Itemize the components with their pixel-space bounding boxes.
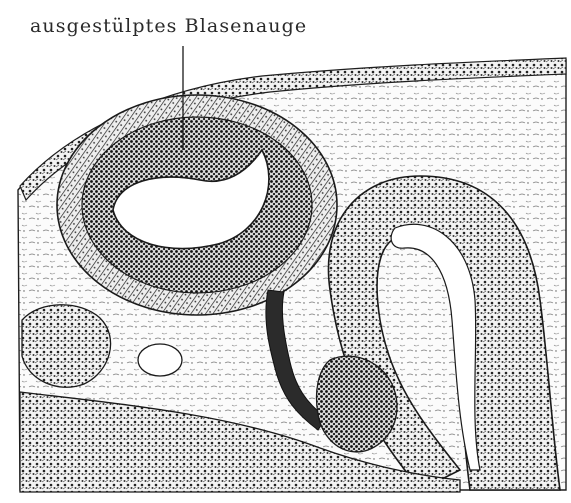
lower-left-lobe xyxy=(22,305,111,388)
small-vesicle xyxy=(138,344,182,376)
